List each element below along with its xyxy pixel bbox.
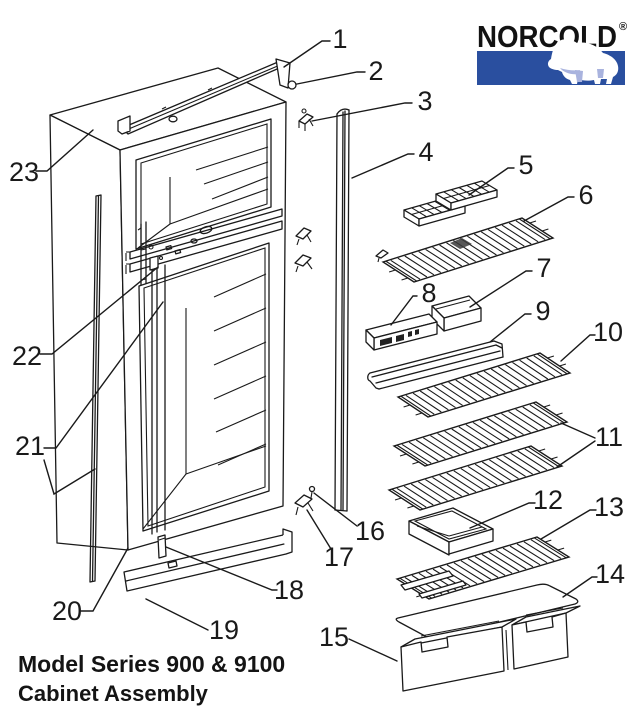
drip-tray-trim (368, 341, 503, 389)
callout-11: 11 (595, 422, 623, 452)
callout-numbers: 1 2 3 4 5 6 7 8 9 10 11 12 13 14 15 16 1… (9, 24, 625, 652)
callout-19-leader (146, 599, 208, 630)
callout-2: 2 (368, 56, 383, 86)
retainer-clip-top (299, 109, 313, 131)
wire-shelf-lower (397, 537, 569, 599)
light-housing (432, 296, 481, 331)
crisper-bin-left (401, 619, 516, 691)
callout-20: 20 (52, 596, 82, 626)
callout-2-leader (297, 72, 365, 84)
norcold-logo: NORCOLD ® (477, 19, 627, 85)
hinge-bracket-mid-lower (295, 255, 312, 272)
callout-7: 7 (536, 253, 551, 283)
callout-23-leader (36, 130, 93, 171)
screw-bottom (310, 487, 315, 499)
control-panel (366, 314, 437, 350)
callout-9: 9 (535, 296, 550, 326)
wire-shelf-middle-a (394, 402, 567, 466)
wire-shelf-middle-b (389, 446, 562, 510)
callout-13: 13 (594, 492, 624, 522)
callout-12: 12 (533, 485, 563, 515)
callout-leaders (36, 41, 597, 661)
crisper-cover-glass (396, 584, 578, 638)
callout-18-leader (166, 547, 277, 590)
callout-20-leader (81, 548, 128, 611)
bottom-mounting-rail (124, 529, 292, 591)
callout-22-leader (40, 267, 158, 354)
callout-5: 5 (518, 150, 533, 180)
divider-rail (126, 209, 282, 274)
shelf-slide-channel (401, 571, 466, 598)
callout-16: 16 (355, 516, 385, 546)
callout-4: 4 (418, 137, 433, 167)
small-clip (376, 250, 388, 262)
ice-cube-tray-right (436, 181, 497, 210)
fridge-compartment (139, 243, 269, 534)
top-mounting-rail (118, 59, 290, 134)
callout-21-leader (44, 302, 163, 448)
callout-15: 15 (319, 622, 349, 652)
callout-12-leader (470, 503, 535, 528)
freezer-compartment (136, 119, 271, 249)
callout-14-leader (563, 577, 597, 597)
hinge-bracket-mid-upper (296, 228, 311, 245)
callout-9-leader (490, 314, 531, 342)
footer-model-series: Model Series 900 & 9100 (18, 651, 285, 677)
callout-6-leader (524, 197, 574, 221)
callout-1-leader (284, 41, 330, 67)
callout-17-leader (307, 510, 331, 549)
callout-13-leader (541, 510, 596, 539)
callout-1: 1 (332, 24, 347, 54)
callout-19: 19 (209, 615, 239, 645)
callout-21: 21 (15, 431, 45, 461)
callout-11-leader (557, 423, 595, 467)
logo-registered-mark: ® (619, 21, 627, 33)
callout-3-leader (312, 103, 412, 121)
callout-18: 18 (274, 575, 304, 605)
side-trim-strip-left (90, 195, 101, 582)
callout-7-leader (470, 271, 532, 307)
callout-6: 6 (578, 180, 593, 210)
callout-10: 10 (593, 317, 623, 347)
freezer-wire-shelf (383, 218, 553, 282)
callout-16-leader (314, 493, 357, 526)
callout-4-leader (352, 154, 414, 178)
callout-14: 14 (595, 559, 625, 589)
hinge-bracket-bottom (295, 495, 313, 515)
crisper-bin-right (506, 606, 580, 670)
footer-titles: Model Series 900 & 9100 Cabinet Assembly (18, 651, 285, 706)
callout-15-leader (349, 639, 397, 661)
support-peg (158, 535, 166, 558)
callout-22: 22 (12, 341, 42, 371)
callout-10-leader (561, 335, 595, 361)
shelf-shadow-patch (450, 238, 472, 249)
callout-8: 8 (421, 278, 436, 308)
polar-bear-icon (547, 39, 619, 84)
side-trim-strip-right (335, 109, 349, 511)
crisper-pan (409, 508, 493, 555)
wire-shelf-upper (398, 353, 570, 417)
callout-8-leader (391, 296, 417, 325)
screw-grommet (288, 81, 296, 89)
callout-17: 17 (324, 542, 354, 572)
callout-21-leader-branch (44, 460, 95, 494)
footer-assembly-name: Cabinet Assembly (18, 681, 209, 706)
callout-23: 23 (9, 157, 39, 187)
callout-3: 3 (417, 86, 432, 116)
callout-5-leader (469, 168, 514, 195)
